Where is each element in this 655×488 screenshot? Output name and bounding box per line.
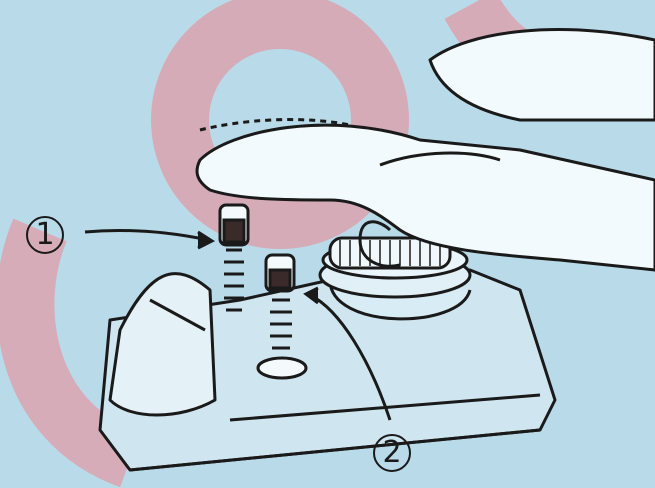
callout-number-1: 1 [26,216,64,254]
lighter-body-icon [100,238,555,470]
callout-number-2: 2 [373,434,411,472]
